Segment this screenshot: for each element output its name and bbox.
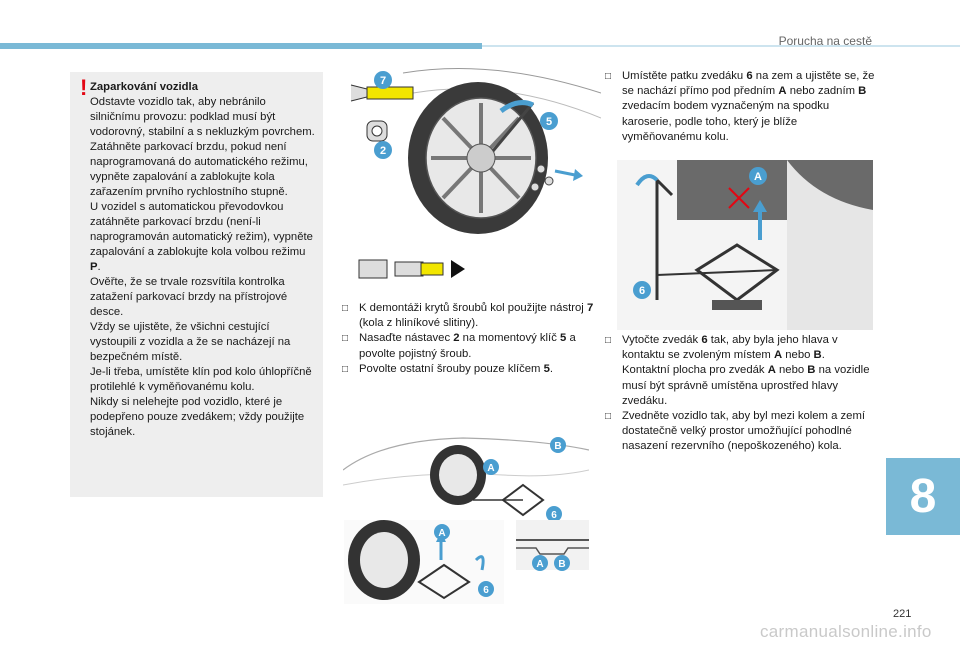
warning-paragraph: Odstavte vozidlo tak, aby nebránilo siln… — [90, 96, 315, 138]
svg-text:6: 6 — [639, 285, 645, 297]
warning-text: Zaparkování vozidla Odstavte vozidlo tak… — [90, 80, 318, 440]
chapter-tab: 8 — [886, 458, 960, 535]
warning-paragraph: Vždy se ujistěte, že všichni cestující v… — [90, 321, 291, 363]
callout-6-badge: 6 — [546, 506, 562, 522]
warning-icon: ! — [80, 75, 88, 100]
svg-text:B: B — [558, 559, 565, 570]
callout-A-badge: A — [483, 459, 499, 475]
list-item: □ K demontáži krytů šroubů kol použijte … — [342, 302, 594, 330]
checkbox-bullet-icon: □ — [605, 411, 612, 423]
svg-text:7: 7 — [380, 75, 386, 87]
callout-B-badge: B — [554, 555, 570, 571]
list-item: □ Vytočte zvedák 6 tak, aby byla jeho hl… — [605, 334, 870, 407]
warning-box — [70, 72, 323, 497]
callout-7-badge: 7 — [374, 71, 392, 89]
callout-A-badge: A — [749, 167, 767, 185]
header-rule — [482, 45, 960, 47]
svg-text:6: 6 — [483, 585, 489, 596]
header-accent-bar — [0, 43, 482, 49]
svg-text:2: 2 — [380, 145, 386, 157]
wheel-bolts-illustration — [350, 68, 601, 234]
callout-B-badge: B — [550, 437, 566, 453]
svg-text:6: 6 — [551, 510, 557, 521]
svg-text:5: 5 — [546, 116, 552, 128]
checkbox-bullet-icon: □ — [342, 333, 349, 345]
middle-steps-list: □ K demontáži krytů šroubů kol použijte … — [342, 301, 607, 377]
callout-6-badge: 6 — [478, 581, 494, 597]
svg-text:A: A — [487, 463, 494, 474]
jack-placement-illustration — [617, 160, 873, 330]
sill-jack-points-illustration — [516, 520, 589, 570]
svg-text:A: A — [438, 528, 445, 539]
right-steps-bottom: □ Vytočte zvedák 6 tak, aby byla jeho hl… — [605, 333, 875, 455]
warning-paragraph: Je-li třeba, umístěte klín pod kolo úhlo… — [90, 366, 312, 393]
page-number: 221 — [893, 608, 912, 620]
watermark: carmanualsonline.info — [760, 622, 932, 641]
warning-paragraph: Nikdy si nelehejte pod vozidlo, které je… — [90, 396, 305, 438]
warning-paragraph: U vozidel s automatickou převodovkou zat… — [90, 201, 313, 273]
callout-6-badge: 6 — [633, 281, 651, 299]
car-jack-points-illustration — [343, 437, 589, 517]
right-steps-top: □ Umístěte patku zvedáku 6 na zem a ujis… — [605, 69, 875, 145]
section-title: Porucha na cestě — [778, 34, 872, 48]
checkbox-bullet-icon: □ — [605, 335, 612, 346]
jack-under-wheel-illustration — [344, 520, 504, 604]
warning-paragraph: Zatáhněte parkovací brzdu, pokud není na… — [90, 141, 308, 198]
checkbox-bullet-icon: □ — [605, 71, 612, 82]
list-item: □ Nasaďte nástavec 2 na momentový klíč 5… — [342, 332, 576, 360]
callout-A-badge: A — [532, 555, 548, 571]
checkbox-bullet-icon: □ — [342, 363, 349, 375]
callout-5-badge: 5 — [540, 112, 558, 130]
svg-text:A: A — [536, 559, 543, 570]
warning-paragraph: Ověřte, že se trvale rozsvítila kontrolk… — [90, 276, 288, 318]
svg-text:A: A — [754, 171, 762, 183]
callout-A-badge: A — [434, 524, 450, 540]
list-item: □ Zvedněte vozidlo tak, aby byl mezi kol… — [605, 410, 865, 453]
svg-text:B: B — [554, 441, 561, 452]
list-item: □ Umístěte patku zvedáku 6 na zem a ujis… — [605, 70, 875, 143]
socket-detail-illustration — [358, 259, 465, 279]
callout-2-badge: 2 — [374, 141, 392, 159]
list-item: □ Povolte ostatní šrouby pouze klíčem 5. — [342, 362, 607, 377]
warning-title: Zaparkování vozidla — [90, 81, 198, 93]
checkbox-bullet-icon: □ — [342, 303, 349, 314]
